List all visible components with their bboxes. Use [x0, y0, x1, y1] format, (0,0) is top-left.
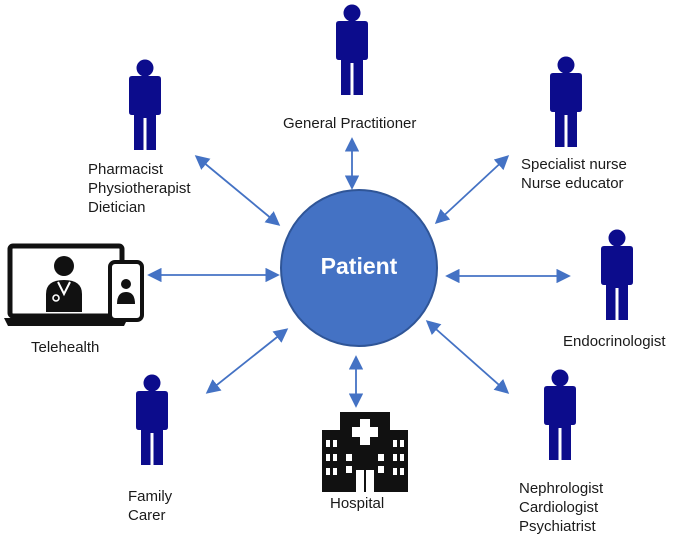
endocrinologist-label: Endocrinologist: [563, 333, 666, 350]
pharmacist-group-label: Pharmacist Physiotherapist Dietician: [88, 161, 191, 216]
icons-layer: [4, 4, 633, 492]
person-icon: [129, 59, 161, 150]
person-icon: [136, 374, 168, 465]
person-icon: [544, 369, 576, 460]
person-icon: [336, 4, 368, 95]
hospital-icon: [322, 412, 408, 492]
hospital-label: Hospital: [330, 495, 385, 512]
patient-circle: [280, 189, 438, 347]
nephrologist-group-label: Nephrologist Cardiologist Psychiatrist: [519, 480, 604, 535]
patient-label: Patient: [320, 253, 398, 279]
arrow-nephrologist-group: [425, 320, 510, 394]
family-carer-label: Family Carer: [128, 488, 173, 524]
arrow-specialist-nurse-group: [434, 155, 510, 224]
arrows-layer: [147, 137, 571, 408]
person-icon: [550, 56, 582, 147]
arrow-family-carer: [205, 328, 289, 394]
specialist-nurse-group-label: Specialist nurse Nurse educator: [521, 156, 627, 192]
arrow-pharmacist-group: [194, 155, 281, 226]
laptop-phone-icon: [4, 243, 144, 326]
telehealth-label: Telehealth: [31, 339, 100, 356]
general-practitioner-label: General Practitioner: [283, 115, 417, 132]
person-icon: [601, 229, 633, 320]
